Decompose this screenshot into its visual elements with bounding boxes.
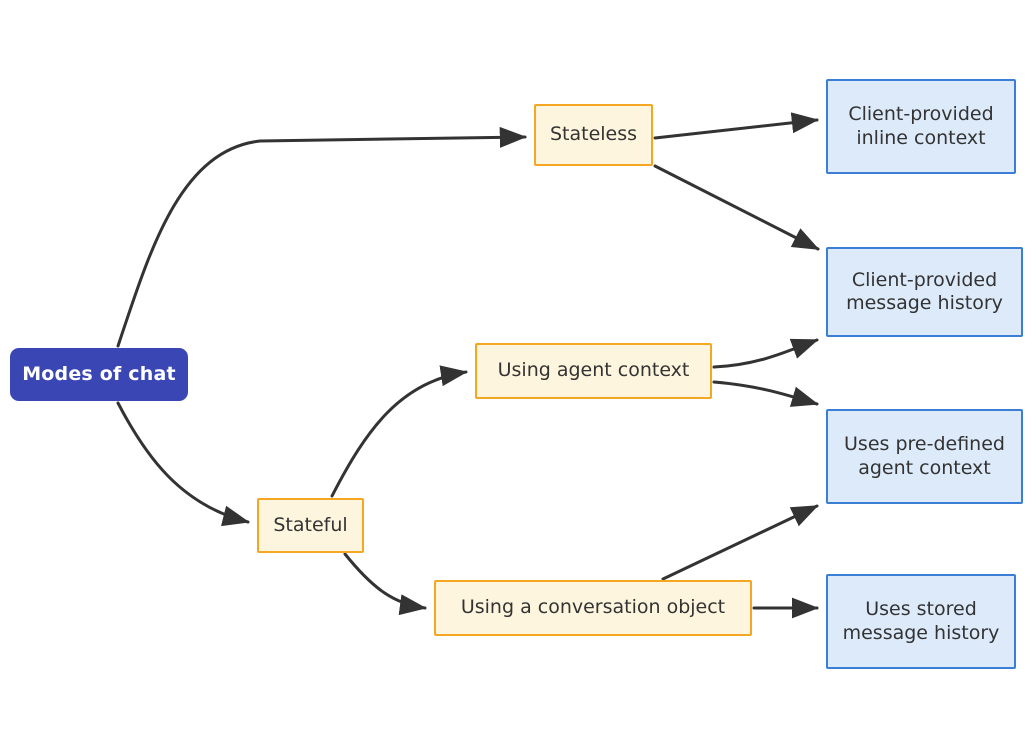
node-label-stored-message-history: Uses stored message history: [842, 598, 1000, 644]
edge-root-stateful: [116, 401, 250, 527]
node-predefined-agent-context[interactable]: Uses pre-defined agent context: [826, 409, 1023, 504]
node-inline-context[interactable]: Client-provided inline context: [826, 79, 1016, 174]
node-stateful[interactable]: Stateful: [257, 498, 364, 553]
node-label-agent-context: Using agent context: [497, 359, 690, 382]
node-label-inline-context: Client-provided inline context: [848, 103, 994, 149]
node-label-stateless: Stateless: [549, 123, 638, 146]
edge-stateless-inline: [653, 112, 819, 140]
node-label-conversation-object: Using a conversation object: [460, 596, 726, 619]
edge-stateless-history: [653, 164, 820, 251]
node-label-message-history: Client-provided message history: [846, 268, 1003, 314]
node-conversation-object[interactable]: Using a conversation object: [434, 580, 752, 636]
edge-root-stateless: [116, 126, 527, 348]
node-label-stateful: Stateful: [273, 513, 348, 536]
node-message-history[interactable]: Client-provided message history: [826, 247, 1023, 337]
node-label-root: Modes of chat: [22, 362, 176, 385]
node-stored-message-history[interactable]: Uses stored message history: [826, 574, 1016, 669]
edge-agent-predefined: [712, 380, 819, 407]
node-root[interactable]: Modes of chat: [10, 348, 188, 401]
edge-agent-history: [712, 338, 819, 369]
edge-paths: [116, 112, 820, 619]
node-agent-context[interactable]: Using agent context: [475, 343, 712, 399]
node-label-predefined-agent-context: Uses pre-defined agent context: [844, 433, 1005, 479]
node-stateless[interactable]: Stateless: [534, 104, 653, 166]
edge-stateful-conversation: [343, 552, 427, 616]
edge-conversation-predefined: [661, 504, 819, 581]
edge-stateful-agent: [330, 365, 468, 498]
